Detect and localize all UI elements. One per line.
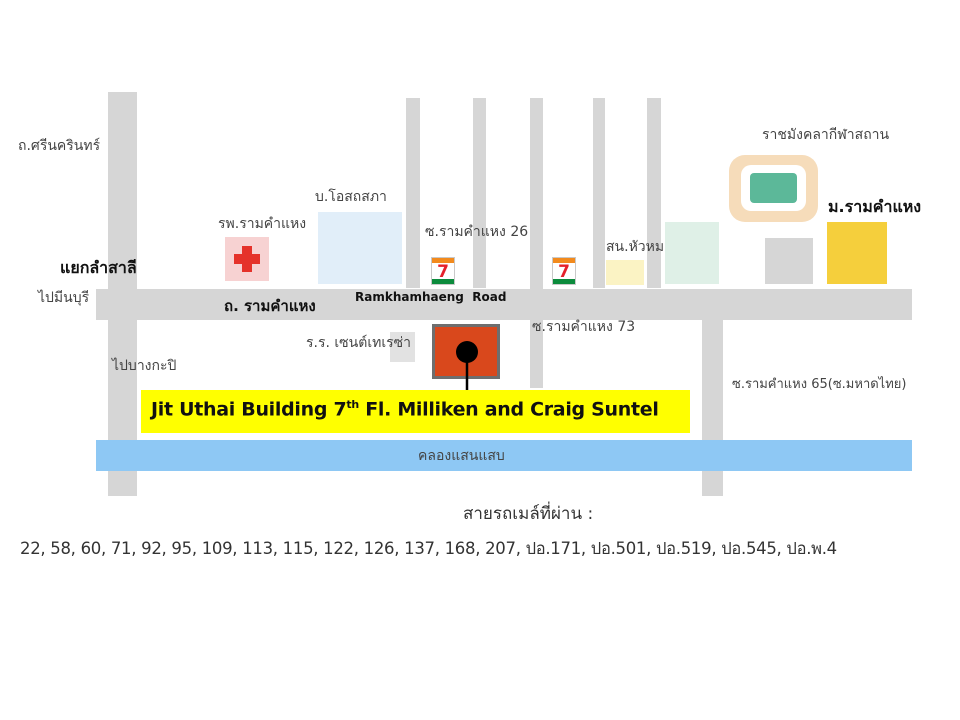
osotspa-building	[318, 212, 402, 284]
ramkhamhaeng-road	[96, 289, 912, 320]
vertical-soi-3	[647, 98, 661, 288]
ramkhamhaeng-road-en-label: Ramkhamhaeng Road	[355, 290, 507, 304]
canal-label: คลองแสนแสบ	[418, 448, 505, 464]
police-station-building	[606, 260, 644, 285]
callout-text-main: Jit Uthai Building 7	[151, 398, 347, 421]
srinakarin-road-label: ถ.ศรีนครินทร์	[18, 138, 101, 154]
soi-73-road	[530, 98, 543, 388]
st-theresa-school-label: ร.ร. เซนต์เทเรซ่า	[306, 335, 412, 351]
building-callout: Jit Uthai Building 7th Fl. Milliken and …	[141, 390, 690, 433]
saen-saep-canal	[96, 440, 912, 471]
stadium-inner	[741, 165, 806, 211]
seven-eleven-icon: 7	[552, 257, 576, 285]
stadium-icon	[729, 155, 818, 222]
hospital-label: รพ.รามคำแหง	[218, 216, 307, 232]
to-bang-kapi-label: ไปบางกะปิ	[112, 358, 177, 374]
rajamangala-label: ราชมังคลากีฬาสถาน	[762, 127, 890, 143]
seven-eleven-icon: 7	[431, 257, 455, 285]
university-label: ม.รามคำแหง	[828, 197, 922, 216]
ramkhamhaeng-road-thai-label: ถ. รามคำแหง	[224, 297, 316, 315]
stadium-field	[750, 173, 797, 203]
callout-text: Jit Uthai Building 7th Fl. Milliken and …	[151, 398, 659, 420]
osotspa-label: บ.โอสถสภา	[315, 189, 387, 205]
soi-73-label: ซ.รามคำแหง 73	[532, 319, 636, 335]
hospital-icon-box	[225, 237, 269, 281]
to-minburi-label: ไปมีนบุรี	[38, 290, 90, 306]
bus-lines-list: 22, 58, 60, 71, 92, 95, 109, 113, 115, 1…	[20, 539, 837, 558]
soi-26-label: ซ.รามคำแหง 26	[425, 224, 529, 240]
hospital-cross-icon	[234, 246, 260, 272]
location-marker-icon	[456, 341, 478, 391]
building-grey	[765, 238, 813, 284]
callout-text-rest: Fl. Milliken and Craig Suntel	[358, 398, 659, 421]
ramkhamhaeng-university-building	[827, 222, 887, 284]
police-station-label: สน.หัวหมาก	[606, 239, 681, 255]
building-mint	[665, 222, 719, 284]
vertical-soi-2	[593, 98, 605, 288]
callout-superscript: th	[346, 398, 359, 411]
bus-lines-title: สายรถเมล์ที่ผ่าน :	[463, 504, 594, 524]
lam-sali-junction-label: แยกลำสาลี	[60, 258, 137, 277]
soi-26-road	[473, 98, 486, 288]
soi-65-label: ซ.รามคำแหง 65(ซ.มหาดไทย)	[732, 377, 907, 392]
vertical-soi-1	[406, 98, 420, 288]
st-theresa-school-building	[390, 332, 415, 362]
